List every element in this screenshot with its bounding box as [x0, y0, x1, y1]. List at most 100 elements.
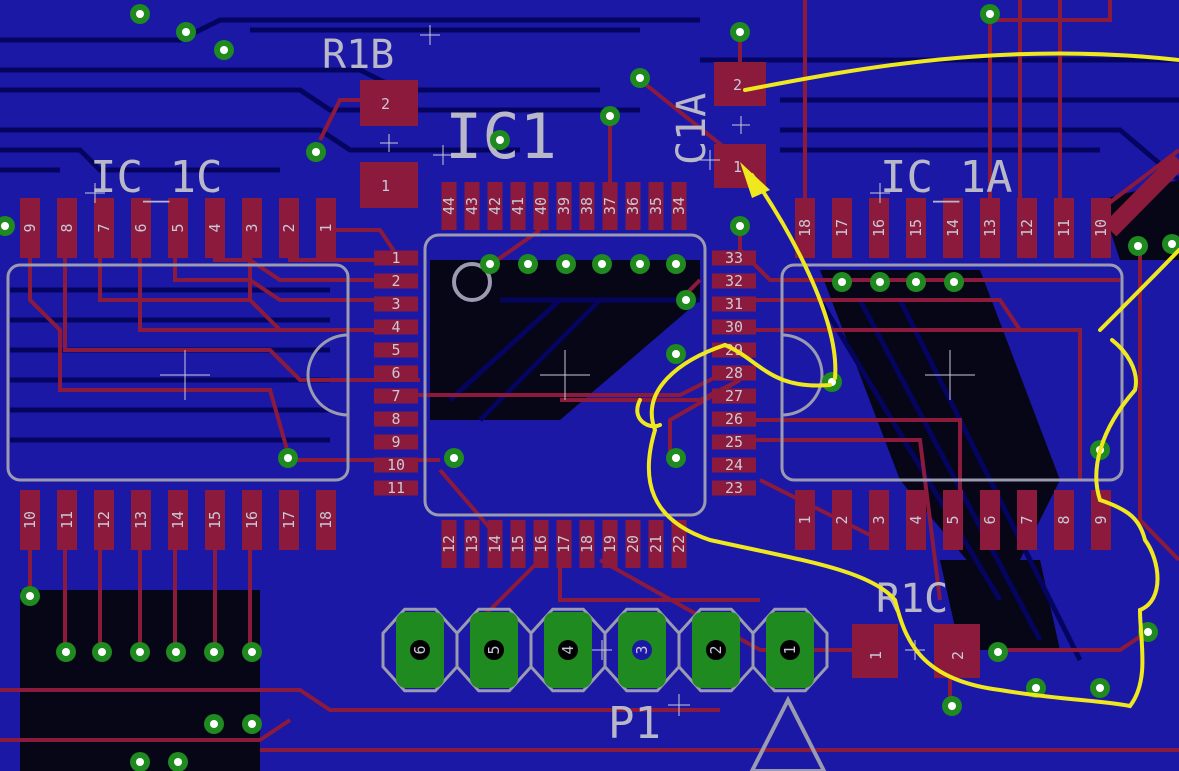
ic-1c-pin-11-label: 11 [58, 511, 76, 529]
ic1-outline [423, 233, 707, 517]
ic1-pin-4-label: 4 [391, 318, 400, 336]
c1a-pin-1-label: 1 [733, 158, 742, 176]
via-drill [636, 74, 644, 82]
p1-pin-4-label: 4 [559, 645, 577, 654]
ic-1c-pad-6 [131, 198, 151, 258]
ic1-pad-12 [441, 520, 457, 568]
ic1-pad-6 [374, 365, 418, 381]
ic-1c-label: IC_1C [90, 152, 222, 203]
via-drill [210, 720, 218, 728]
ic1-pin-39-label: 39 [555, 197, 573, 215]
ic1-pad-20 [625, 520, 641, 568]
ic-1c-pad-1 [316, 198, 336, 258]
ic-1a-pin-3-label: 3 [870, 515, 888, 524]
origin-marks [85, 25, 975, 716]
ic1-pad-15 [510, 520, 526, 568]
ic-1a-pin-1-label: 1 [796, 515, 814, 524]
ic1-pad-42 [487, 182, 503, 230]
ic1-pin-30-label: 30 [725, 318, 743, 336]
ic1-pin-33-label: 33 [725, 249, 743, 267]
ic-1c-pin-18-label: 18 [317, 511, 335, 529]
ic-1a-pin-17-label: 17 [833, 219, 851, 237]
ic-1a-pad-5 [943, 490, 963, 550]
via-drill [986, 10, 994, 18]
r1c: 1 2 R1C [852, 576, 980, 678]
ic-1c-pad-3 [242, 198, 262, 258]
via-drill [220, 46, 228, 54]
ic1-pin-38-label: 38 [578, 197, 596, 215]
via-drill [284, 454, 292, 462]
ic1-pad-28 [712, 365, 756, 381]
via-drill [62, 648, 70, 656]
annotation-arc-top [743, 51, 1179, 92]
ic1-pad-23 [712, 480, 756, 496]
via-drill [1144, 628, 1152, 636]
ic1-pin-41-label: 41 [509, 197, 527, 215]
ic-1a-pin-12-label: 12 [1018, 219, 1036, 237]
ic1-pin-32-label: 32 [725, 272, 743, 290]
p1-outline-4 [529, 607, 607, 693]
via-drill [1168, 240, 1176, 248]
ic1-pad-11 [374, 480, 418, 496]
ic-1c-pin-12-label: 12 [95, 511, 113, 529]
via-drill [950, 278, 958, 286]
ic-1a-pin-4-label: 4 [907, 515, 925, 524]
via-drill [496, 136, 504, 144]
ic1-pad-21 [648, 520, 664, 568]
ic1-pad-44 [441, 182, 457, 230]
via-drill [174, 758, 182, 766]
via-drill [672, 260, 680, 268]
ic-1a-pad-8 [1054, 490, 1074, 550]
p1-pin-5-label: 5 [485, 645, 503, 654]
ic1-pad-2 [374, 273, 418, 289]
p1-drill-6 [410, 640, 430, 660]
via-drill [26, 592, 34, 600]
ic1-pin-22-label: 22 [670, 535, 688, 553]
ic1-pin-23-label: 23 [725, 479, 743, 497]
ic-1c-pad-12 [94, 490, 114, 550]
annotation-arrowhead [740, 162, 770, 198]
via-drill [136, 648, 144, 656]
ic-1c-pin-16-label: 16 [243, 511, 261, 529]
ic1-pin-7-label: 7 [391, 387, 400, 405]
r1b-pad-2 [360, 80, 418, 126]
annotation-strokes [635, 51, 1179, 709]
ic1-pin-10-label: 10 [387, 456, 405, 474]
via-drill [136, 10, 144, 18]
ic-1c-pad-15 [205, 490, 225, 550]
ic-1a-pin-8-label: 8 [1055, 515, 1073, 524]
ic1-pin-3-label: 3 [391, 295, 400, 313]
ic-1c-pad-11 [57, 490, 77, 550]
ic1-pad-37 [602, 182, 618, 230]
ic1-pad-26 [712, 411, 756, 427]
ic1-pin-6-label: 6 [391, 364, 400, 382]
ic-1c-pin-1-label: 1 [317, 223, 335, 232]
ic-1a-pin-7-label: 7 [1018, 515, 1036, 524]
ic-1c-pad-9 [20, 198, 40, 258]
r1c-label: R1C [876, 576, 948, 622]
ic-1c-pad-8 [57, 198, 77, 258]
annotation-hook [635, 398, 662, 429]
ic1-pin-16-label: 16 [532, 535, 550, 553]
via-drill [248, 648, 256, 656]
ic-1a-pad-13 [980, 198, 1000, 258]
p1-pin-1-label: 1 [781, 645, 799, 654]
ic-1c-pad-14 [168, 490, 188, 550]
ic1-pad-13 [464, 520, 480, 568]
via-drill [636, 260, 644, 268]
p1-outline-5 [455, 607, 533, 693]
ic-1a-pin-9-label: 9 [1092, 515, 1110, 524]
ic1-pin-1-label: 1 [391, 249, 400, 267]
annotation-wave [723, 343, 832, 388]
ic1-pin-31-label: 31 [725, 295, 743, 313]
annotation-right-stroke [1098, 248, 1179, 332]
ic1-pin-17-label: 17 [555, 535, 573, 553]
